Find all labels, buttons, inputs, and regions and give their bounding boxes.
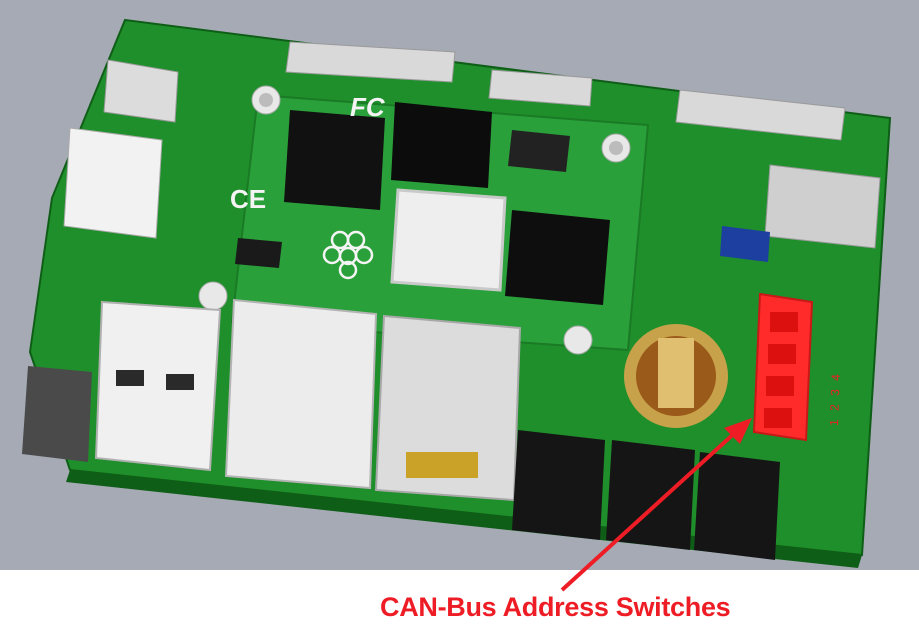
chip-emmc: [391, 102, 492, 188]
arrow-head: [724, 418, 752, 444]
ce-mark: CE: [230, 184, 266, 214]
fpc-connector: [285, 41, 456, 83]
fpc-connector: [488, 69, 593, 107]
raspberry-pi-logo: [322, 230, 374, 280]
mount-hole: [563, 325, 593, 355]
usb-dual-port: [94, 300, 222, 472]
fcc-logo: FC: [350, 92, 386, 122]
fpc-connector: [675, 89, 846, 141]
usb-micro-port: [103, 59, 179, 123]
rj45-contacts: [406, 452, 478, 478]
rf-shield: [390, 188, 507, 292]
ethernet-port-left: [224, 298, 378, 490]
hdmi-port: [63, 127, 163, 239]
annotation-caption: CAN-Bus Address Switches: [380, 592, 731, 622]
chip-small: [508, 130, 570, 172]
chip-ram: [284, 110, 385, 210]
audio-jack: [22, 366, 92, 462]
chip-small: [235, 238, 282, 268]
dip-position-4: 4: [829, 374, 843, 381]
mount-hole: [198, 281, 228, 311]
dip-position-3: 3: [828, 389, 842, 396]
sd-card-slot: [764, 164, 881, 249]
dip-position-2: 2: [828, 404, 842, 411]
dip-switch-levers: [764, 312, 798, 428]
chip-soc: [505, 210, 610, 305]
header-blue: [720, 226, 770, 262]
annotation-arrow: [560, 428, 740, 592]
white-margin: [0, 570, 919, 643]
terminal-blocks: [512, 430, 780, 560]
dip-position-1: 1: [827, 419, 841, 426]
